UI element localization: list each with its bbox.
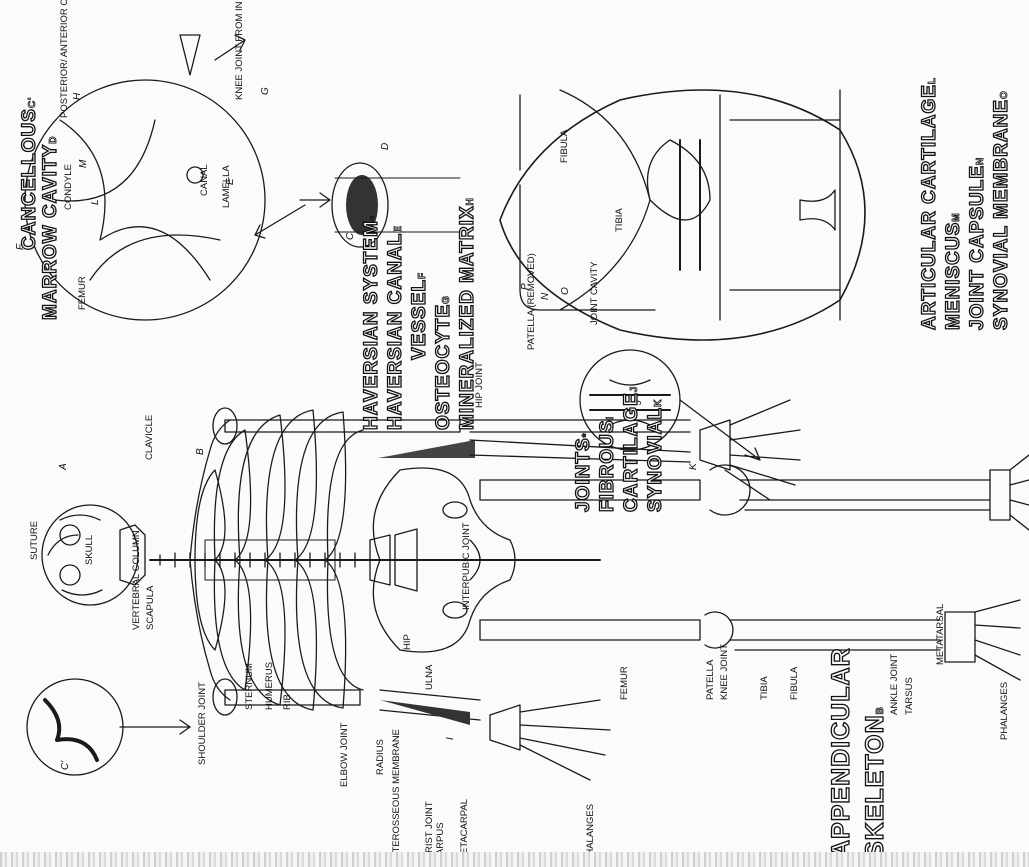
label-fibula: FIBULA <box>790 667 800 700</box>
label-knee-front: KNEE JOINT FROM IN FRONT (DIAGRAMMATIC) <box>235 0 245 100</box>
vertebral-column-drawing <box>150 529 600 591</box>
label-sternum: STERNUM <box>245 663 255 710</box>
marker-a: A <box>58 463 69 470</box>
title-articular-cartilage: ARTICULAR CARTILAGEL <box>920 77 943 330</box>
title-haversian-system: HAVERSIAN SYSTEM* <box>362 215 385 430</box>
title-mineralized-matrix: MINERALIZED MATRIXH <box>458 197 481 430</box>
title-skeleton: SKELETONB <box>862 706 894 858</box>
marker-o: O <box>560 287 571 295</box>
label-canal: CANAL <box>200 164 210 196</box>
label-interosseous-membrane: INTEROSSEOUS MEMBRANE <box>392 729 402 862</box>
marker-g: G <box>260 87 271 95</box>
suture-inset <box>27 679 190 775</box>
label-ulna: ULNA <box>425 665 435 690</box>
label-rib: RIB <box>283 694 293 710</box>
label-phalanges-foot: PHALANGES <box>1000 682 1010 740</box>
marker-h: H <box>72 93 83 100</box>
label-hip: HIP <box>403 634 413 650</box>
label-patella: PATELLA <box>706 660 716 700</box>
marker-l: L <box>90 199 101 205</box>
label-lamella: LAMELLA <box>222 165 232 208</box>
title-appendicular: APPENDICULAR <box>828 647 854 858</box>
label-vertebral-column: VERTEBRAL COLUMN <box>132 530 142 630</box>
label-clavicle: CLAVICLE <box>145 415 155 460</box>
label-condyle: CONDYLE <box>64 164 74 210</box>
label-elbow-joint: ELBOW JOINT <box>340 723 350 787</box>
label-humerus: HUMERUS <box>265 662 275 710</box>
label-metatarsal: METATARSAL <box>936 604 946 665</box>
label-tibia-knee: TIBIA <box>615 208 625 232</box>
title-cartilage: CARTILAGEJ <box>622 386 645 512</box>
title-meniscus: MENISCUSM <box>944 212 967 330</box>
marker-i: I <box>445 737 456 740</box>
label-interpubic-joint: INTERPUBIC JOINT <box>462 522 472 610</box>
label-tibia: TIBIA <box>760 676 770 700</box>
marker-c: C <box>345 233 356 240</box>
marker-m: M <box>78 160 89 168</box>
label-cruciate: POSTERIOR/ ANTERIOR CRUCIATE LIGAMENTS <box>60 0 70 118</box>
marker-c-prime: C' <box>60 761 71 770</box>
label-patella-removed: PATELLA (REMOVED) <box>527 253 537 350</box>
title-joint-capsule: JOINT CAPSULEN <box>968 157 991 330</box>
label-fibula-knee: FIBULA <box>560 130 570 163</box>
bone-section-inset <box>255 163 460 247</box>
title-vessel: VESSELF <box>410 272 433 360</box>
label-skull: SKULL <box>85 535 95 565</box>
label-femur: FEMUR <box>620 666 630 700</box>
label-joint-cavity: JOINT CAVITY <box>590 261 600 325</box>
title-haversian-canal: HAVERSIAN CANALE <box>386 225 409 430</box>
title-marrow-cavity: MARROW CAVITYD <box>41 136 64 320</box>
title-fibrous: FIBROUSI <box>598 416 621 512</box>
marker-e: E <box>225 178 236 185</box>
scan-edge <box>0 852 1029 867</box>
leg-top-drawing <box>480 455 1029 530</box>
marker-b: B <box>195 448 206 455</box>
marker-k: K <box>688 463 699 470</box>
title-joints: JOINTS* <box>574 432 597 512</box>
label-knee-joint: KNEE JOINT <box>720 644 730 700</box>
label-shoulder-joint: SHOULDER JOINT <box>198 682 208 765</box>
marker-n: N <box>540 293 551 300</box>
title-osteocyte: OSTEOCYTEG <box>434 295 457 430</box>
title-synovial-membrane: SYNOVIAL MEMBRANEO <box>992 90 1015 330</box>
label-radius: RADIUS <box>376 739 386 775</box>
label-suture: SUTURE <box>30 521 40 560</box>
arm-top-drawing <box>213 400 800 500</box>
title-synovial: SYNOVIALK <box>646 399 669 512</box>
marker-p: P <box>520 283 531 290</box>
marker-d: D <box>380 143 391 150</box>
label-scapula: SCAPULA <box>146 586 156 630</box>
knee-diagram <box>500 90 865 340</box>
label-femur-knee: FEMUR <box>78 276 88 310</box>
label-tarsus: TARSUS <box>905 677 915 715</box>
